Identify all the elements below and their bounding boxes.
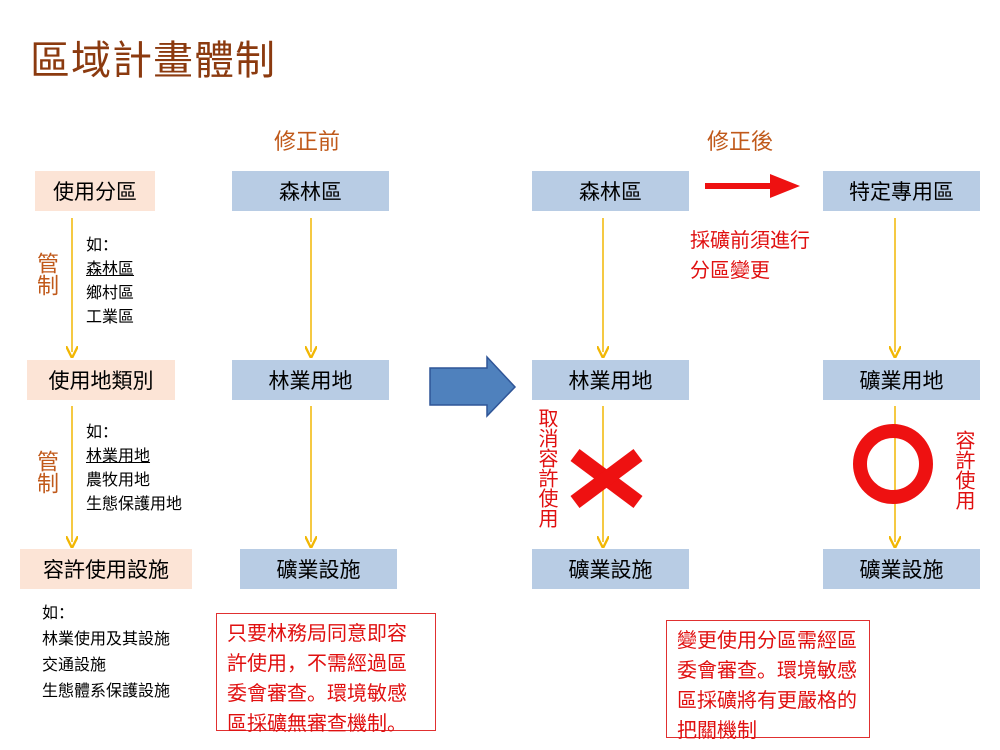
heading-after: 修正後 (707, 130, 774, 155)
cancel-x-mark (570, 448, 643, 509)
big-transition-arrow (429, 355, 517, 418)
example-item: 林業使用及其設施 (42, 629, 171, 648)
rezone-arrowhead (770, 174, 800, 198)
example-item: 工業區 (86, 307, 135, 326)
control-label-2: 管制 (33, 450, 58, 494)
before-landuse-box: 林業用地 (232, 360, 389, 400)
after-facility-a-box: 礦業設施 (532, 549, 689, 589)
zone-label: 使用分區 (35, 171, 155, 211)
before-note-box: 只要林務局同意即容許使用，不需經過區委會審查。環境敏感區採礦無審查機制。 (216, 613, 436, 735)
examples-facility: 如： 林業使用及其設施 交通設施 生態體系保護設施 (42, 600, 170, 704)
control-label-1: 管制 (33, 252, 58, 296)
cancel-permit-label: 取消容許使用 (535, 408, 559, 528)
heading-before: 修正前 (274, 130, 341, 155)
example-item: 生態體系保護設施 (42, 681, 171, 700)
after-note-box: 變更使用分區需經區委會審查。環境敏感區採礦將有更嚴格的把關機制 (666, 620, 870, 742)
after-facility-b-box: 礦業設施 (823, 549, 980, 589)
rezone-note-line: 採礦前須進行 (690, 228, 810, 252)
after-landuse-b-box: 礦業用地 (823, 360, 980, 400)
after-zone-b-box: 特定專用區 (823, 171, 980, 211)
examples-landuse: 如： 林業用地 農牧用地 生態保護用地 (86, 420, 182, 516)
example-item: 生態保護用地 (86, 494, 183, 513)
example-item: 交通設施 (42, 655, 107, 674)
examples-intro: 如： (86, 235, 119, 254)
cancel-x-mark (570, 448, 643, 509)
before-zone-box: 森林區 (232, 171, 389, 211)
example-item: 鄉村區 (86, 283, 135, 302)
rezone-note: 採礦前須進行 分區變更 (690, 225, 810, 285)
after-landuse-a-box: 林業用地 (532, 360, 689, 400)
permit-use-label: 容許使用 (952, 430, 976, 510)
examples-zone: 如： 森林區 鄉村區 工業區 (86, 233, 134, 329)
page-title: 區域計畫體制 (30, 38, 276, 84)
permit-o-mark (853, 424, 933, 504)
example-item: 森林區 (86, 259, 135, 278)
landuse-label: 使用地類別 (27, 360, 175, 400)
examples-intro: 如： (42, 603, 75, 622)
example-item: 農牧用地 (86, 470, 151, 489)
before-facility-box: 礦業設施 (240, 549, 397, 589)
after-zone-a-box: 森林區 (532, 171, 689, 211)
examples-intro: 如： (86, 422, 119, 441)
example-item: 林業用地 (86, 446, 151, 465)
facility-label: 容許使用設施 (20, 549, 192, 589)
rezone-note-line: 分區變更 (690, 258, 770, 282)
